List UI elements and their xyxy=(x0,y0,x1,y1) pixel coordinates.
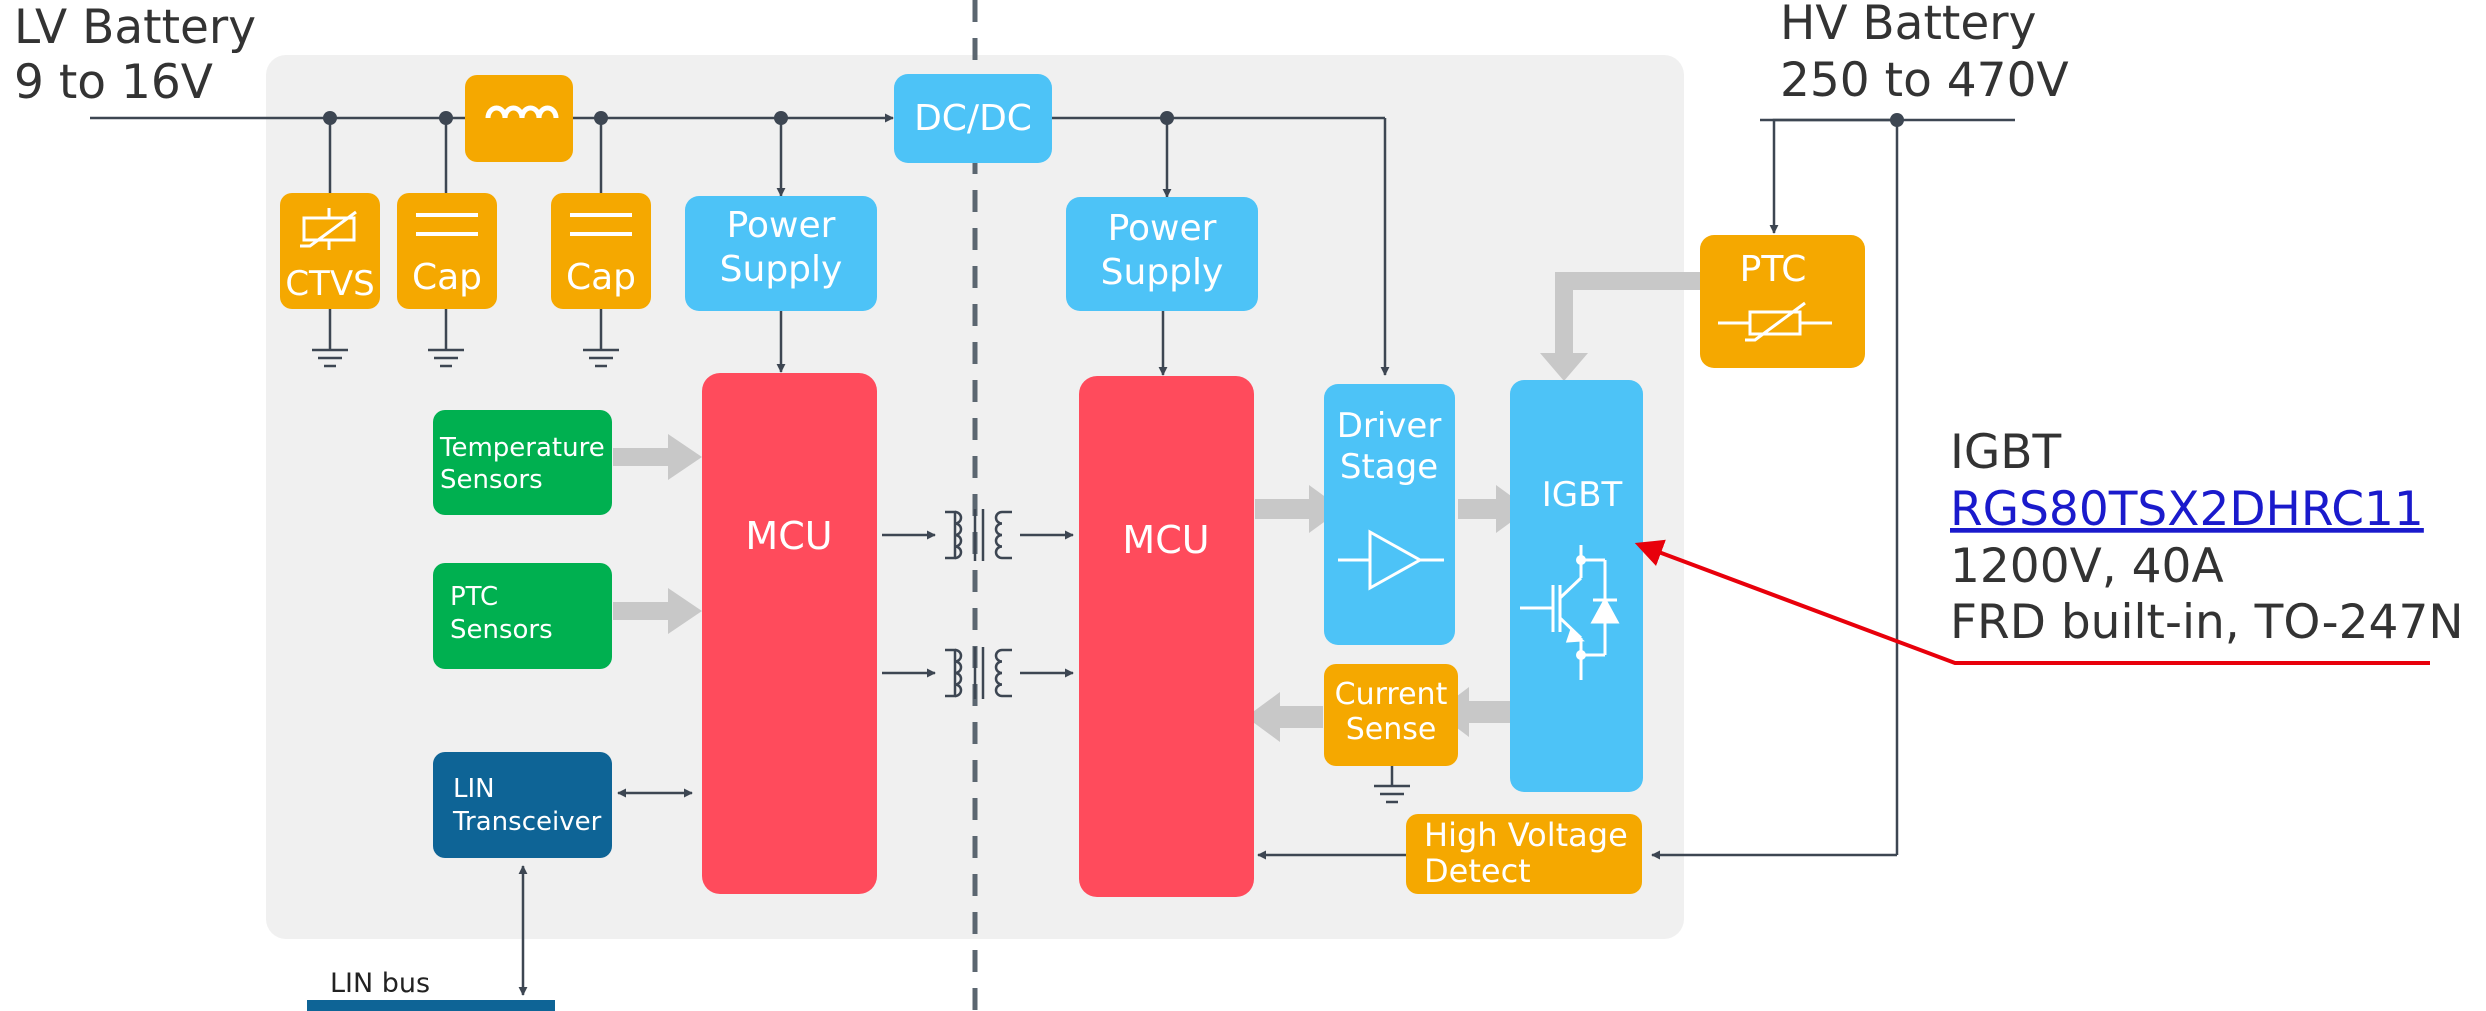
lin-bus-label: LIN bus xyxy=(330,968,430,999)
hv-detect-line2: Detect xyxy=(1424,852,1531,890)
lv-battery-voltage: 9 to 16V xyxy=(14,55,213,110)
ground-symbols xyxy=(312,348,1410,804)
cap-label-2: Cap xyxy=(566,257,636,298)
ground-icon xyxy=(583,348,619,368)
isolator-transformer-2 xyxy=(945,647,1012,699)
cap-label-1: Cap xyxy=(412,257,482,298)
lin-transceiver-block: LIN Transceiver xyxy=(433,752,612,858)
ctvs-label: CTVS xyxy=(285,264,374,304)
ptc-sensors-line1: PTC xyxy=(450,582,498,612)
callout-arrow xyxy=(1634,539,2430,665)
ground-icon xyxy=(428,348,464,368)
callout-part-link[interactable]: RGS80TSX2DHRC11 xyxy=(1950,482,2424,537)
igbt-transistor-icon xyxy=(1520,545,1620,680)
power-supply-block-left: Power Supply xyxy=(685,196,877,311)
power-supply-right-line1: Power xyxy=(1108,208,1217,249)
current-sense-line1: Current xyxy=(1335,677,1448,712)
mcu-block-right: MCU xyxy=(1079,376,1254,897)
hv-detect-block: High Voltage Detect xyxy=(1406,814,1642,894)
cap-block-1: Cap xyxy=(397,193,497,309)
power-supply-block-right: Power Supply xyxy=(1066,197,1258,311)
inductor-icon xyxy=(485,105,559,119)
isolator-transformer-1 xyxy=(945,509,1012,561)
temperature-sensors-line2: Sensors xyxy=(440,465,543,495)
ground-icon xyxy=(312,348,348,368)
dcdc-label: DC/DC xyxy=(914,98,1032,139)
ptc-label: PTC xyxy=(1740,249,1807,290)
lin-transceiver-line2: Transceiver xyxy=(452,807,602,837)
junction-dots xyxy=(323,111,1904,127)
temperature-sensors-block: Temperature Sensors xyxy=(433,410,612,515)
lin-bus: LIN bus xyxy=(307,968,555,1011)
lin-transceiver-line1: LIN xyxy=(453,774,495,804)
driver-stage-line1: Driver xyxy=(1337,406,1442,446)
inductor-block xyxy=(465,75,573,162)
igbt-block-label: IGBT xyxy=(1542,475,1623,515)
hv-detect-line1: High Voltage xyxy=(1424,816,1628,854)
cap-block-2: Cap xyxy=(551,193,651,309)
ptc-sensors-line2: Sensors xyxy=(450,615,553,645)
buffer-amplifier-icon xyxy=(1338,529,1444,591)
varistor-icon xyxy=(300,208,357,250)
callout-rating: 1200V, 40A xyxy=(1950,539,2224,594)
capacitor-icon xyxy=(416,213,478,236)
dcdc-block: DC/DC xyxy=(894,74,1052,163)
power-supply-left-line1: Power xyxy=(727,205,836,246)
ptc-sensors-block: PTC Sensors xyxy=(433,563,612,669)
hv-battery-title: HV Battery xyxy=(1780,0,2036,51)
hv-battery-voltage: 250 to 470V xyxy=(1780,53,2069,108)
temperature-sensors-line1: Temperature xyxy=(439,433,605,463)
current-sense-line2: Sense xyxy=(1346,712,1437,747)
ctvs-block: CTVS xyxy=(280,193,380,309)
current-sense-block: Current Sense xyxy=(1324,664,1458,766)
mcu-block-left: MCU xyxy=(702,373,877,894)
thermistor-icon xyxy=(1718,301,1832,342)
ground-icon xyxy=(1374,784,1410,804)
power-supply-left-line2: Supply xyxy=(720,249,843,290)
power-supply-right-line2: Supply xyxy=(1101,252,1224,293)
callout-features: FRD built-in, TO-247N xyxy=(1950,595,2464,650)
wires xyxy=(90,113,2015,996)
driver-stage-block: Driver Stage xyxy=(1324,384,1455,645)
ptc-heater-block: PTC xyxy=(1700,235,1865,368)
lv-battery-title: LV Battery xyxy=(14,0,256,55)
igbt-callout: IGBT RGS80TSX2DHRC11 1200V, 40A FRD buil… xyxy=(1634,425,2464,665)
capacitor-icon xyxy=(570,213,632,236)
driver-stage-line2: Stage xyxy=(1340,447,1438,487)
mcu-right-label: MCU xyxy=(1122,518,1209,562)
mcu-left-label: MCU xyxy=(745,514,832,558)
igbt-block: IGBT xyxy=(1510,380,1643,792)
callout-title: IGBT xyxy=(1950,425,2062,480)
